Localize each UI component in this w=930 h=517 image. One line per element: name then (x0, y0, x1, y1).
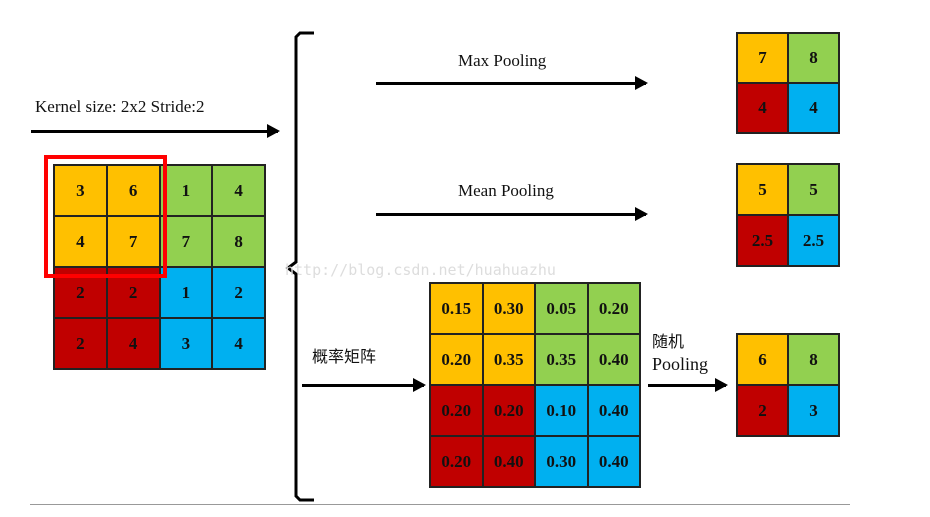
max-pooling-arrow (376, 76, 648, 90)
matrix-cell: 4 (788, 83, 839, 133)
kernel-window-highlight (44, 155, 167, 278)
matrix-cell: 2 (54, 318, 107, 369)
matrix-cell: 0.35 (535, 334, 588, 385)
matrix-cell: 5 (788, 164, 839, 215)
input-arrow (31, 124, 280, 138)
matrix-cell: 0.35 (482, 334, 535, 385)
matrix-cell: 7 (737, 33, 788, 83)
matrix-cell: 4 (212, 318, 265, 369)
matrix-cell: 4 (212, 165, 265, 216)
matrix-cell: 0.30 (482, 283, 535, 334)
matrix-cell: 0.40 (482, 436, 535, 487)
matrix-cell: 2.5 (788, 215, 839, 266)
matrix-cell: 3 (54, 165, 107, 216)
probability-arrow (302, 378, 426, 392)
matrix-cell: 2 (737, 385, 788, 436)
matrix-cell: 6 (737, 334, 788, 385)
matrix-cell: 5 (737, 164, 788, 215)
probability-matrix-label: 概率矩阵 (312, 347, 377, 366)
matrix-cell: 7 (159, 216, 213, 267)
matrix-cell: 4 (737, 83, 788, 133)
stochastic-label-pooling: Pooling (652, 354, 709, 374)
matrix-cell: 8 (788, 33, 839, 83)
matrix-cell: 0.40 (587, 436, 640, 487)
bottom-divider (30, 504, 850, 505)
matrix-cell: 0.15 (430, 283, 483, 334)
stochastic-label-cn: 随机 (652, 332, 685, 351)
matrix-cell: 1 (159, 165, 213, 216)
watermark: http://blog.csdn.net/huahuazhu (285, 261, 556, 279)
kernel-label: Kernel size: 2x2 Stride:2 (35, 97, 205, 116)
matrix-cell: 0.20 (430, 334, 483, 385)
matrix-cell: 4 (106, 318, 160, 369)
matrix-cell: 7 (106, 216, 160, 267)
matrix-cell: 3 (788, 385, 839, 436)
matrix-cell: 0.05 (535, 283, 588, 334)
matrix-cell: 8 (212, 216, 265, 267)
max-pooling-label: Max Pooling (458, 51, 547, 70)
stochastic-pooling-arrow (648, 378, 728, 392)
matrix-cell: 0.20 (482, 385, 535, 436)
matrix-cell: 0.40 (587, 385, 640, 436)
matrix-cell: 0.30 (535, 436, 588, 487)
matrix-cell: 6 (106, 165, 160, 216)
matrix-cell: 3 (159, 318, 213, 369)
matrix-cell: 0.10 (535, 385, 588, 436)
matrix-cell: 2.5 (737, 215, 788, 266)
matrix-cell: 1 (159, 267, 213, 318)
matrix-cell: 4 (54, 216, 107, 267)
mean-pooling-arrow (376, 207, 648, 221)
mean-pooling-label: Mean Pooling (458, 181, 554, 200)
matrix-cell: 0.20 (430, 436, 483, 487)
matrix-cell: 0.40 (587, 334, 640, 385)
matrix-cell: 2 (212, 267, 265, 318)
matrix-cell: 0.20 (587, 283, 640, 334)
brace-icon (285, 31, 314, 502)
matrix-cell: 0.20 (430, 385, 483, 436)
matrix-cell: 8 (788, 334, 839, 385)
